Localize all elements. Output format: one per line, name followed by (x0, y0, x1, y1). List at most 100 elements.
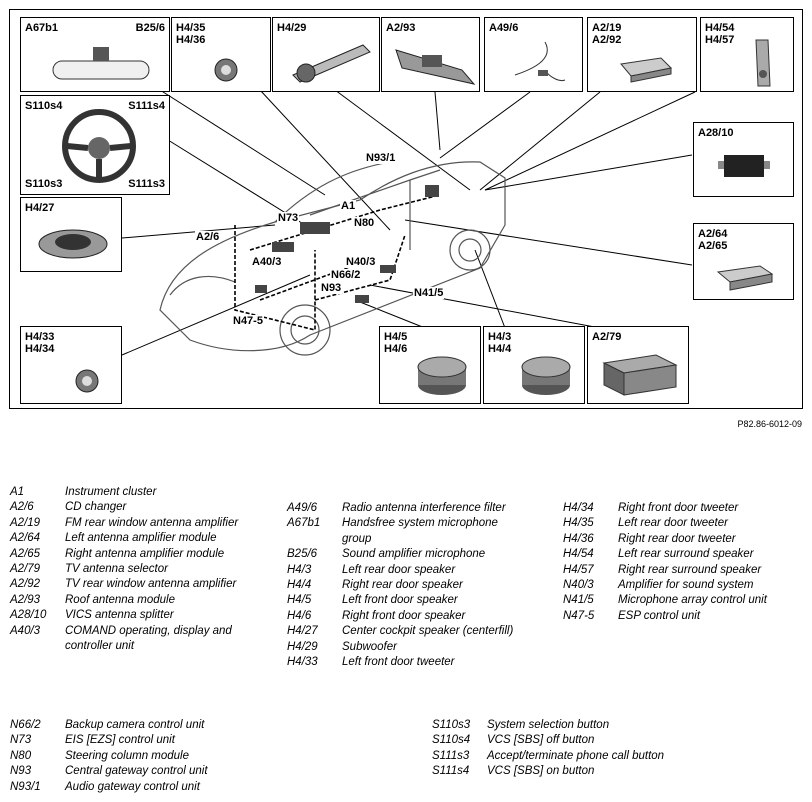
label-h4-27: H4/27 (25, 202, 55, 214)
legend-item: A49/6 Radio antenna interference filter (287, 501, 527, 516)
legend-code: H4/57 (563, 563, 594, 576)
callout-n66-2: N66/2 (330, 269, 362, 281)
box-h4-27: H4/27 (20, 197, 122, 272)
box-h4-29: H4/29 (272, 17, 380, 92)
legend-code: H4/4 (287, 579, 312, 592)
leader-lines (121, 89, 696, 356)
legend-description: Microphone array control unit (618, 594, 767, 607)
legend-code: N93/1 (10, 780, 41, 793)
legend-code: H4/34 (563, 502, 594, 514)
label-a2-79: A2/79 (592, 331, 622, 343)
legend-description: Central gateway control unit (65, 765, 208, 778)
legend-description: System selection button (487, 719, 610, 731)
legend-code: S110s4 (432, 734, 471, 747)
box-a28-10: A28/10 (693, 122, 794, 197)
legend-description: Sound amplifier microphone (342, 548, 486, 561)
legend-description: Subwoofer (342, 640, 397, 653)
legend-code: A40/3 (10, 624, 41, 637)
label-h4-3: H4/3 (488, 331, 512, 343)
legend-code: N41/5 (563, 594, 594, 607)
label-b25-6: B25/6 (135, 22, 165, 34)
callout-n80: N80 (353, 217, 376, 229)
legend-code: A49/6 (287, 502, 318, 514)
legend-code: A2/19 (10, 516, 41, 529)
surround-speaker-icon (755, 39, 771, 87)
label-h4-4: H4/4 (488, 343, 512, 355)
box-a49-6: A49/6 (484, 17, 583, 92)
legend-code: H4/33 (287, 656, 318, 669)
legend-code: H4/6 (287, 609, 312, 622)
label-a2-93: A2/93 (386, 22, 416, 34)
legend-description: Radio antenna interference filter (342, 502, 506, 514)
callout-n93-1: N93/1 (365, 152, 397, 164)
legend-description: Left rear door speaker (342, 563, 456, 576)
legend-description: EIS [EZS] control unit (65, 734, 175, 747)
legend-description: Right rear surround speaker (618, 563, 762, 576)
legend-code: N93 (10, 765, 32, 778)
label-s110s4: S110s4 (25, 100, 63, 112)
interference-filter-icon (514, 41, 566, 81)
legend-code: A2/92 (10, 578, 41, 591)
legend-item: N41/5 Microphone array control unit (563, 593, 803, 608)
legend-description: Right antenna amplifier module (65, 547, 225, 560)
legend-description: Amplifier for sound system (618, 579, 754, 592)
legend-description: VCS [SBS] on button (487, 765, 595, 778)
legend-description: Right rear door speaker (342, 579, 463, 592)
amplifier-module-icon (716, 265, 774, 291)
label-h4-6: H4/6 (384, 343, 408, 355)
legend-code: N47-5 (563, 609, 595, 622)
legend-description: TV rear window antenna amplifier (65, 578, 237, 591)
legend-item: N66/2 Backup camera control unit (10, 718, 250, 733)
legend-item: H4/4 Right rear door speaker (287, 578, 527, 593)
label-h4-34: H4/34 (25, 343, 55, 355)
legend-item: A2/19 FM rear window antenna amplifier (10, 516, 250, 531)
legend-description: Right front door tweeter (618, 502, 739, 514)
callout-a40-3: A40/3 (251, 256, 283, 268)
legend-item: H4/34 Right front door tweeter (563, 501, 803, 516)
legend-code: S111s3 (432, 749, 470, 762)
box-a2-93: A2/93 (381, 17, 480, 92)
legend-description: VICS antenna splitter (65, 609, 174, 622)
callout-n47-5: N47-5 (232, 315, 264, 327)
antenna-splitter-icon (718, 155, 770, 177)
label-s111s3: S111s3 (128, 178, 165, 190)
legend-code: N40/3 (563, 579, 594, 592)
legend-code: N66/2 (10, 719, 41, 731)
legend-item: H4/5 Left front door speaker (287, 593, 527, 608)
legend-description: FM rear window antenna amplifier (65, 516, 239, 529)
label-s110s3: S110s3 (25, 178, 63, 190)
legend-code: H4/5 (287, 594, 312, 607)
rear-view-mirror-icon (52, 47, 150, 80)
legend-description: Backup camera control unit (65, 719, 205, 731)
subwoofer-icon (292, 44, 371, 83)
callout-a1: A1 (340, 200, 357, 212)
label-a67b1: A67b1 (25, 22, 59, 34)
label-h4-36: H4/36 (176, 34, 206, 46)
label-a49-6: A49/6 (489, 22, 519, 34)
legend-code: A2/64 (10, 532, 41, 545)
legend-description: VCS [SBS] off button (487, 734, 595, 747)
legend-code: S111s4 (432, 765, 470, 778)
legend-description: Left front door speaker (342, 594, 458, 607)
callout-n40-3: N40/3 (345, 256, 377, 268)
rear-door-speaker-icon (521, 356, 571, 395)
legend-item: H4/57 Right rear surround speaker (563, 563, 803, 578)
legend-description: Accept/terminate phone call button (487, 749, 665, 762)
